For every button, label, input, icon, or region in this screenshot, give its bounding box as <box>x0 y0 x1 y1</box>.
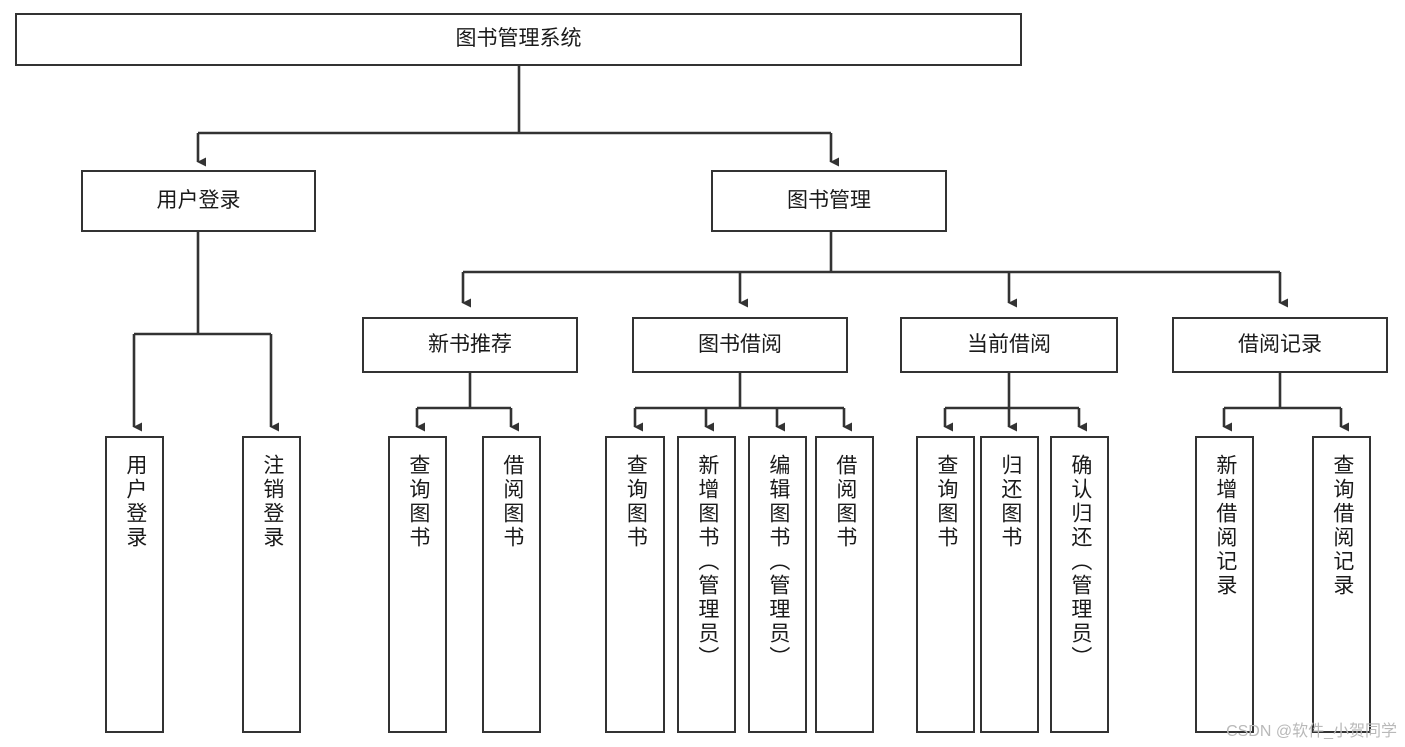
leaf-user-login-login[interactable]: 用户登录 <box>105 436 164 733</box>
node-label: 图书管理 <box>787 188 871 212</box>
node-label: 注销登录 <box>260 454 284 550</box>
node-new-book-recommend[interactable]: 新书推荐 <box>362 317 578 373</box>
node-label: 新增借阅记录 <box>1213 454 1237 598</box>
node-borrow-record[interactable]: 借阅记录 <box>1172 317 1388 373</box>
leaf-user-login-logout[interactable]: 注销登录 <box>242 436 301 733</box>
node-label: 新增图书（管理员） <box>695 454 719 670</box>
node-label: 用户登录 <box>156 188 241 212</box>
node-label: 查询图书 <box>406 454 430 550</box>
leaf-current-return[interactable]: 归还图书 <box>980 436 1039 733</box>
leaf-new-book-borrow[interactable]: 借阅图书 <box>482 436 541 733</box>
node-label: 查询借阅记录 <box>1330 454 1354 598</box>
leaf-new-book-query[interactable]: 查询图书 <box>388 436 447 733</box>
watermark-text: CSDN @软件_小贺同学 <box>1226 723 1397 740</box>
node-book-management[interactable]: 图书管理 <box>711 170 947 232</box>
leaf-borrow-add-book-admin[interactable]: 新增图书（管理员） <box>677 436 736 733</box>
node-label: 查询图书 <box>624 454 648 550</box>
node-label: 查询图书 <box>934 454 958 550</box>
node-current-borrow[interactable]: 当前借阅 <box>900 317 1118 373</box>
leaf-borrow-edit-book-admin[interactable]: 编辑图书（管理员） <box>748 436 807 733</box>
node-label: 编辑图书（管理员） <box>766 454 790 670</box>
leaf-record-query[interactable]: 查询借阅记录 <box>1312 436 1371 733</box>
node-label: 确认归还（管理员） <box>1068 454 1092 670</box>
leaf-current-query[interactable]: 查询图书 <box>916 436 975 733</box>
node-label: 借阅图书 <box>500 454 524 550</box>
node-label: 用户登录 <box>123 454 147 550</box>
node-label: 当前借阅 <box>967 332 1051 356</box>
leaf-record-add[interactable]: 新增借阅记录 <box>1195 436 1254 733</box>
node-label: 图书借阅 <box>698 332 782 356</box>
node-user-login[interactable]: 用户登录 <box>81 170 316 232</box>
node-label: 归还图书 <box>998 454 1022 550</box>
node-label: 新书推荐 <box>428 332 512 356</box>
node-label: 借阅图书 <box>833 454 857 550</box>
leaf-borrow-borrow-book[interactable]: 借阅图书 <box>815 436 874 733</box>
node-label: 图书管理系统 <box>455 27 582 51</box>
node-book-borrow[interactable]: 图书借阅 <box>632 317 848 373</box>
node-root-system[interactable]: 图书管理系统 <box>15 13 1022 66</box>
node-label: 借阅记录 <box>1238 332 1322 356</box>
leaf-borrow-query[interactable]: 查询图书 <box>605 436 665 733</box>
leaf-current-confirm-return-admin[interactable]: 确认归还（管理员） <box>1050 436 1109 733</box>
